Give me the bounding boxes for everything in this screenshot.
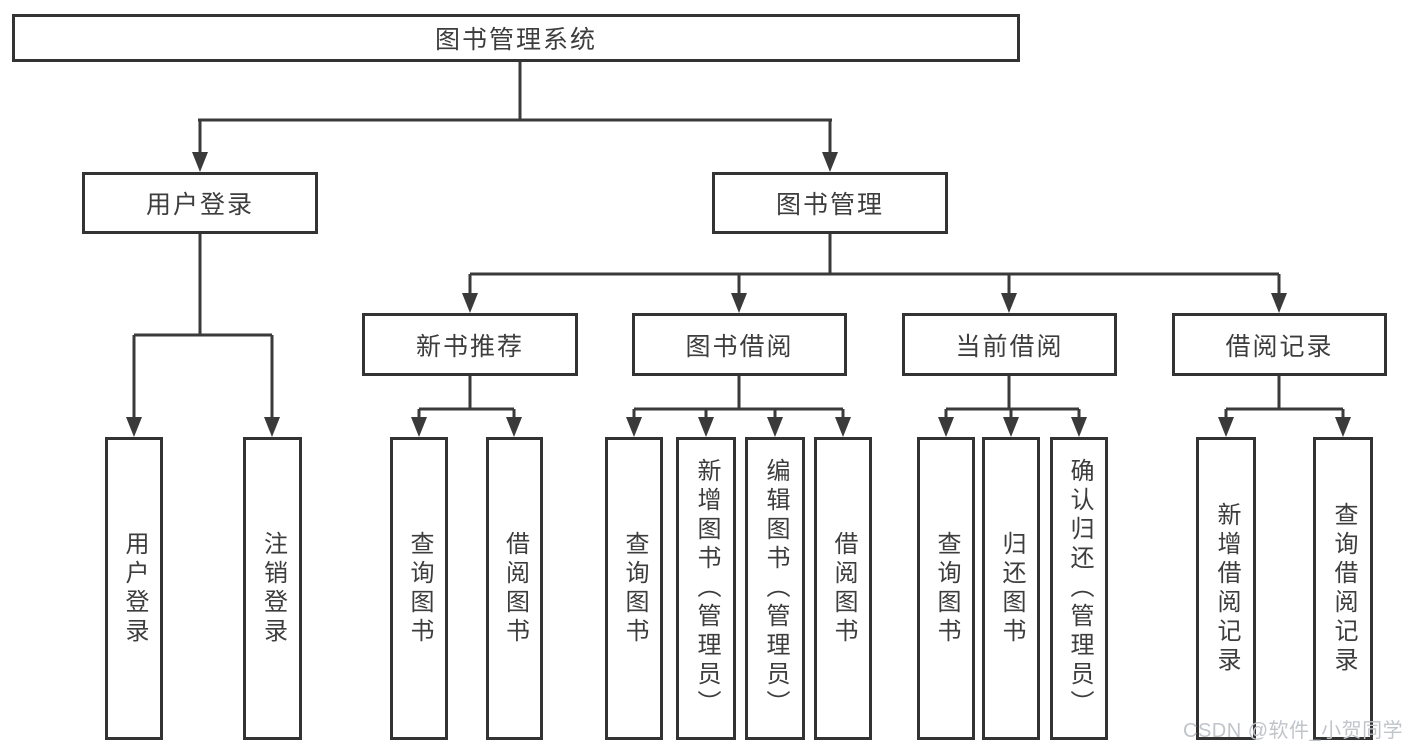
leaf-query-books-recommend: 查询图书 (390, 437, 448, 740)
node-user-login-label: 用户登录 (145, 191, 254, 219)
leaf-borrow-books: 借阅图书 (814, 437, 872, 740)
leaf-query-books-current: 查询图书 (917, 437, 975, 740)
node-book-borrow: 图书借阅 (632, 313, 847, 376)
node-user-login: 用户登录 (82, 172, 318, 234)
leaf-query-borrow-record: 查询借阅记录 (1313, 437, 1373, 740)
node-root-label: 图书管理系统 (434, 26, 597, 54)
leaf-confirm-return-admin: 确认归还（管理员） (1050, 437, 1108, 740)
node-new-book-recommend-label: 新书推荐 (415, 332, 524, 361)
arrowheads (126, 152, 1351, 437)
node-book-management: 图书管理 (712, 172, 948, 234)
node-current-borrow-label: 当前借阅 (955, 332, 1064, 361)
leaf-add-book-admin: 新增图书（管理员） (676, 437, 736, 740)
node-borrow-records: 借阅记录 (1172, 313, 1387, 376)
node-borrow-records-label: 借阅记录 (1225, 332, 1334, 361)
node-book-management-label: 图书管理 (775, 191, 884, 219)
leaf-query-books-borrow: 查询图书 (605, 437, 663, 740)
leaf-user-login: 用户登录 (105, 437, 163, 740)
leaf-logout: 注销登录 (243, 437, 302, 740)
node-book-borrow-label: 图书借阅 (685, 332, 794, 361)
leaf-return-books: 归还图书 (982, 437, 1040, 740)
watermark-text: CSDN @软件_小贺同学 (1183, 720, 1404, 742)
node-new-book-recommend: 新书推荐 (362, 313, 578, 376)
node-current-borrow: 当前借阅 (902, 313, 1117, 376)
leaf-borrow-books-recommend: 借阅图书 (486, 437, 543, 740)
node-root: 图书管理系统 (12, 14, 1020, 62)
leaf-edit-book-admin: 编辑图书（管理员） (745, 437, 805, 740)
leaf-add-borrow-record: 新增借阅记录 (1196, 437, 1256, 740)
